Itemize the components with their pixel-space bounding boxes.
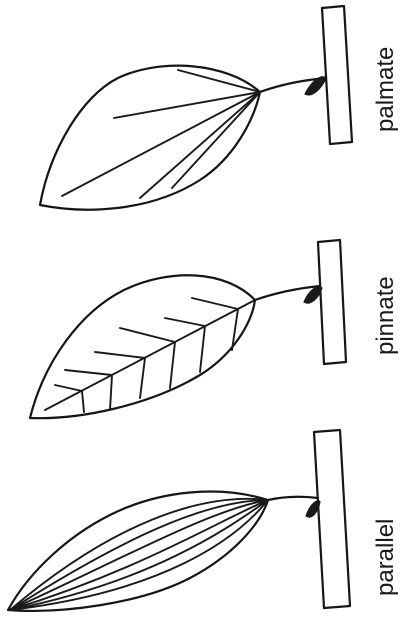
- parallel-label: parallel: [372, 519, 399, 596]
- pinnate-vein: [200, 326, 205, 372]
- parallel-vein: [10, 500, 268, 610]
- pinnate-midrib: [45, 300, 255, 410]
- pinnate-label: pinnate: [372, 276, 399, 355]
- pinnate-stem-plank: [318, 240, 346, 364]
- palmate-vein: [114, 92, 260, 118]
- palmate-vein: [178, 70, 260, 92]
- palmate-vein: [172, 92, 260, 188]
- pinnate-veins: [55, 298, 238, 412]
- palmate-panel: palmate: [40, 6, 399, 210]
- pinnate-vein: [95, 352, 145, 358]
- parallel-veins: [10, 499, 268, 610]
- parallel-panel: parallel: [8, 430, 399, 611]
- pinnate-panel: pinnate: [30, 240, 399, 418]
- pinnate-vein: [110, 375, 112, 410]
- pinnate-vein: [82, 391, 84, 412]
- pinnate-vein: [120, 328, 175, 342]
- pinnate-leaf-blade: [30, 275, 255, 418]
- parallel-vein: [10, 500, 268, 610]
- parallel-vein: [10, 500, 268, 610]
- parallel-vein: [10, 500, 268, 610]
- parallel-petiole: [268, 497, 318, 500]
- pinnate-vein: [55, 385, 82, 391]
- pinnate-vein: [165, 318, 205, 326]
- pinnate-vein: [140, 358, 145, 398]
- palmate-label: palmate: [372, 47, 399, 132]
- pinnate-bud: [304, 287, 322, 303]
- parallel-vein: [10, 499, 268, 610]
- palmate-stem-plank: [322, 6, 352, 144]
- pinnate-vein: [192, 298, 238, 309]
- parallel-vein: [10, 500, 268, 610]
- palmate-veins: [62, 70, 260, 198]
- pinnate-vein: [65, 370, 112, 375]
- pinnate-vein: [170, 342, 175, 388]
- parallel-stem-plank: [314, 430, 350, 608]
